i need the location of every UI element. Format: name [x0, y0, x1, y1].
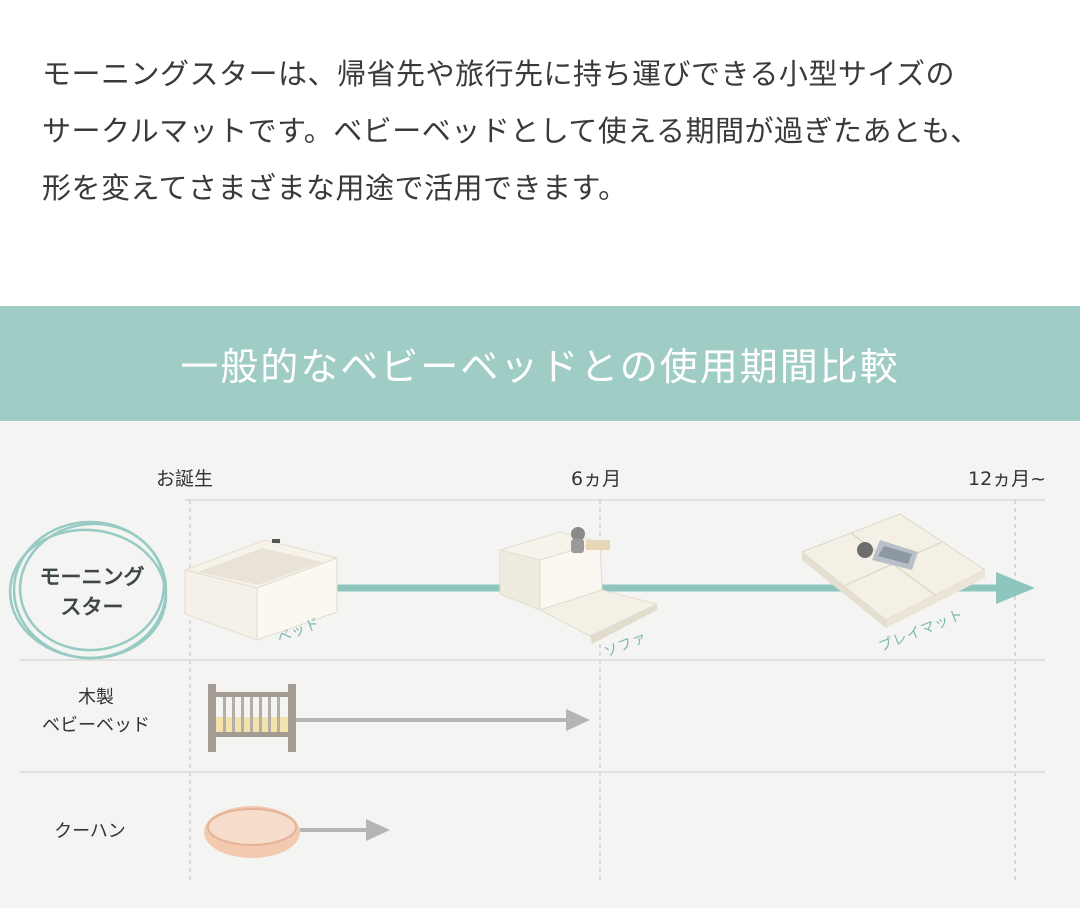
tick-birth: お誕生	[156, 468, 214, 490]
row-label-wooden-bed-line1: 木製	[78, 687, 114, 708]
tick-6-months: 6ヵ月	[571, 468, 622, 490]
timeline-graphics	[8, 499, 1045, 882]
comparison-banner: 一般的なベビーベッドとの使用期間比較	[0, 306, 1080, 421]
wooden-crib-icon	[208, 684, 296, 752]
row-label-morningstar: モーニング スター	[22, 562, 162, 622]
play-mat-icon	[801, 513, 986, 628]
comparison-timeline: お誕生 6ヵ月 12ヵ月~	[0, 422, 1080, 908]
kuhan-arrow	[300, 819, 390, 841]
label-scribble-icon	[8, 520, 168, 660]
circle-mat-bed-icon	[183, 539, 339, 641]
row-label-morningstar-line1: モーニング	[39, 565, 145, 589]
wooden-bed-arrow	[296, 709, 590, 731]
row-label-morningstar-line2: スター	[60, 595, 124, 619]
intro-line-3: 形を変えてさまざまな用途で活用できます。	[42, 171, 628, 205]
row-label-kuhan: クーハン	[54, 821, 126, 842]
intro-line-2: サークルマットです。ベビーベッドとして使える期間が過ぎたあとも、	[42, 114, 980, 148]
row-label-wooden-bed-line2: ベビーベッド	[42, 715, 150, 736]
banner-title: 一般的なベビーベッドとの使用期間比較	[180, 345, 900, 389]
tick-12-months: 12ヵ月~	[968, 468, 1047, 490]
intro-line-1: モーニングスターは、帰省先や旅行先に持ち運びできる小型サイズの	[42, 57, 956, 91]
sofa-mat-icon	[499, 527, 659, 644]
row-label-wooden-bed: 木製 ベビーベッド	[20, 684, 172, 740]
bassinet-icon	[204, 806, 300, 858]
intro-text: モーニングスターは、帰省先や旅行先に持ち運びできる小型サイズの サークルマットで…	[42, 46, 1052, 217]
